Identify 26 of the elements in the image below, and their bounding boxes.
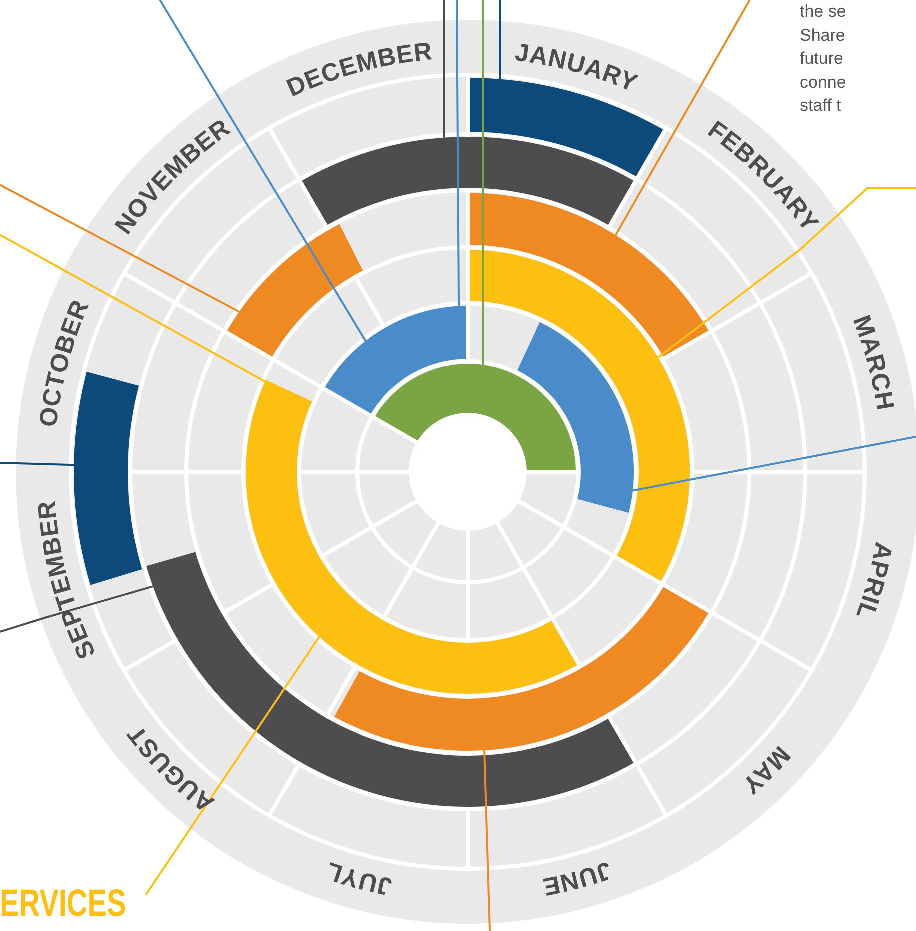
leader-line — [145, 636, 320, 896]
leader-line — [159, 0, 367, 342]
arc-segment — [325, 306, 466, 414]
leader-line — [614, 0, 751, 236]
leader-line — [456, 0, 460, 306]
leader-line — [0, 462, 74, 466]
leader-line — [0, 586, 154, 633]
arc-segment — [470, 193, 709, 357]
paragraph-text: the se Share future conne staff t — [800, 1, 848, 117]
month-label: JUYL — [322, 856, 394, 901]
arc-segment — [375, 364, 576, 470]
arc-segment — [246, 380, 578, 694]
leader-line — [632, 436, 916, 492]
leader-line — [0, 184, 240, 313]
arc-segment — [302, 137, 634, 226]
leader-line — [443, 0, 446, 138]
arc-segment — [518, 322, 634, 514]
leader-line — [658, 187, 916, 358]
arc-segment — [334, 587, 709, 751]
heading-text: ERVICES — [0, 882, 126, 926]
leader-line — [499, 0, 502, 80]
month-label: JUNE — [540, 856, 616, 902]
leader-line — [484, 750, 491, 931]
leader-line — [0, 234, 266, 383]
leader-line — [482, 0, 484, 366]
arc-segment — [470, 250, 690, 582]
